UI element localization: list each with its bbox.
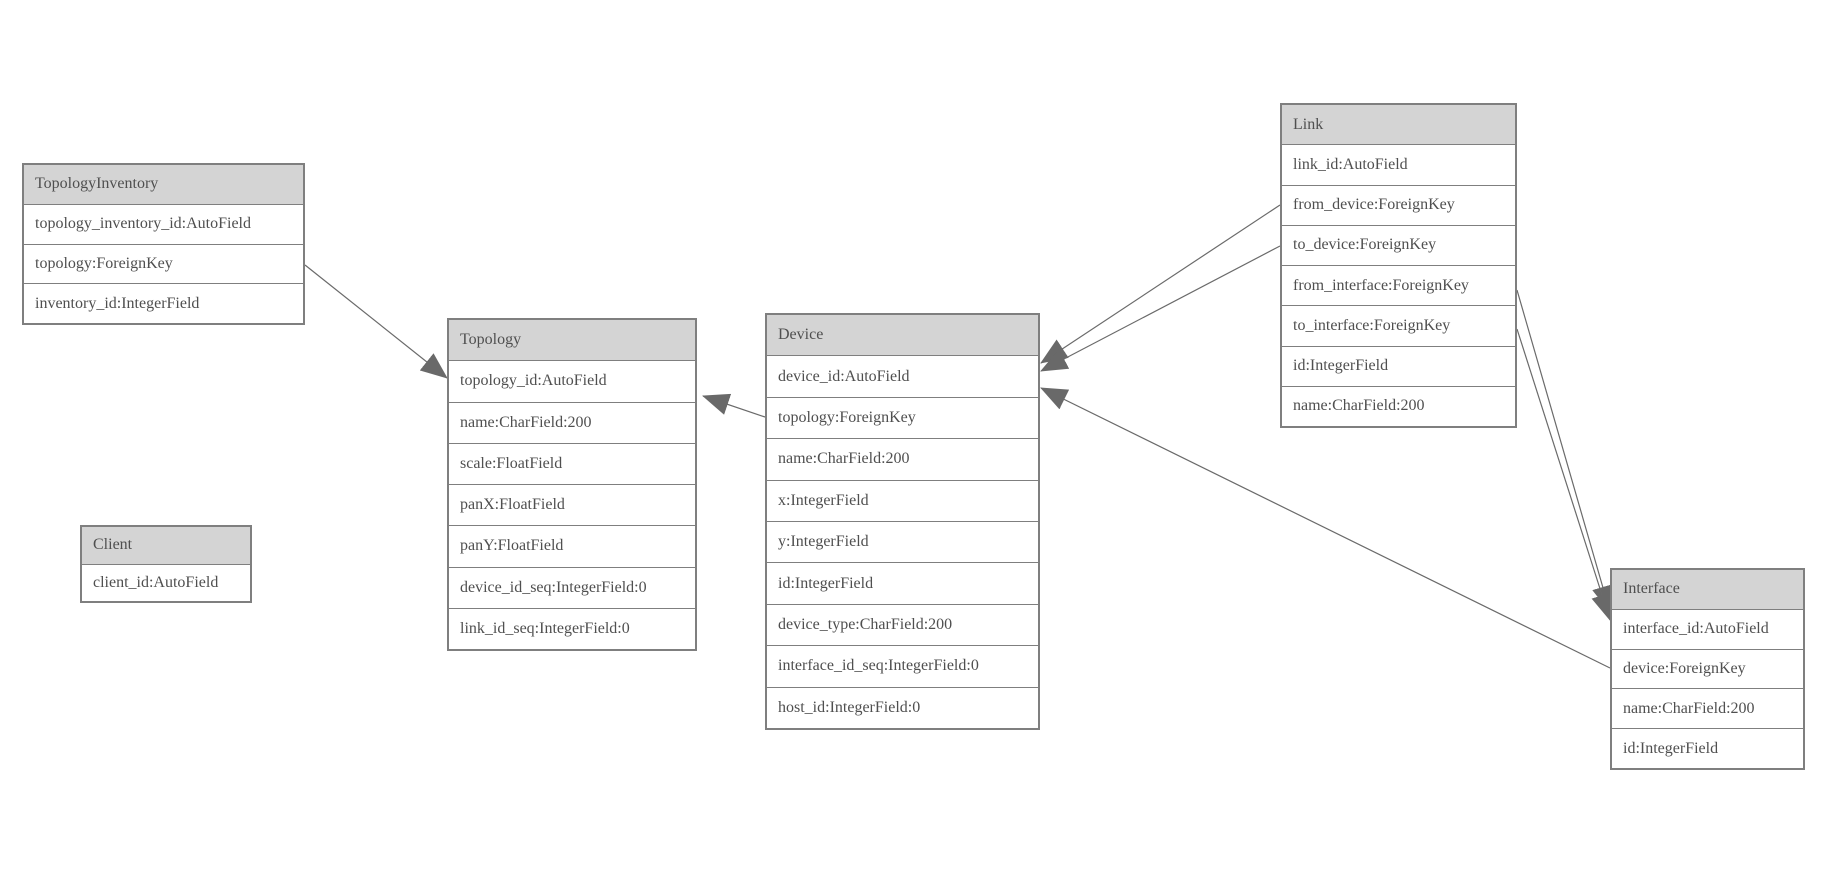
edge-link-from-interface-fk — [1516, 289, 1614, 613]
field-row: name:CharField:200 — [767, 438, 1038, 480]
entity-device: Device device_id:AutoField topology:Fore… — [765, 313, 1040, 730]
field-row: name:CharField:200 — [1282, 385, 1515, 426]
field-row: topology_id:AutoField — [449, 360, 695, 402]
entity-title: Device — [767, 315, 1038, 356]
field-row: interface_id:AutoField — [1612, 608, 1803, 649]
field-row: to_interface:ForeignKey — [1282, 305, 1515, 346]
field-row: device_id_seq:IntegerField:0 — [449, 566, 695, 608]
field-row: link_id:AutoField — [1282, 144, 1515, 185]
entity-topology: Topology topology_id:AutoField name:Char… — [447, 318, 697, 651]
field-row: id:IntegerField — [767, 562, 1038, 604]
entity-title: TopologyInventory — [24, 165, 303, 204]
field-row: to_device:ForeignKey — [1282, 224, 1515, 265]
field-row: device_id:AutoField — [767, 355, 1038, 397]
field-row: x:IntegerField — [767, 479, 1038, 522]
entity-title: Client — [82, 527, 250, 564]
edge-device-topology-fk — [702, 393, 766, 418]
field-row: client_id:AutoField — [82, 563, 250, 601]
field-row: host_id:IntegerField:0 — [767, 686, 1038, 729]
entity-interface: Interface interface_id:AutoField device:… — [1610, 568, 1805, 770]
field-row: topology_inventory_id:AutoField — [24, 203, 303, 244]
field-row: topology:ForeignKey — [24, 243, 303, 284]
field-row: name:CharField:200 — [1612, 688, 1803, 729]
edge-link-from-device-fk — [1040, 204, 1281, 364]
field-row: id:IntegerField — [1282, 345, 1515, 386]
field-row: device_type:CharField:200 — [767, 603, 1038, 646]
edge-link-to-device-fk — [1040, 245, 1281, 372]
field-row: panY:FloatField — [449, 525, 695, 567]
field-row: panX:FloatField — [449, 484, 695, 526]
edge-interface-device-fk — [1040, 387, 1611, 669]
field-row: id:IntegerField — [1612, 728, 1803, 768]
entity-title: Link — [1282, 105, 1515, 145]
edge-link-to-interface-fk — [1516, 328, 1613, 621]
field-row: device:ForeignKey — [1612, 648, 1803, 689]
field-row: topology:ForeignKey — [767, 396, 1038, 439]
entity-title: Topology — [449, 320, 695, 361]
field-row: inventory_id:IntegerField — [24, 283, 303, 323]
entity-topology-inventory: TopologyInventory topology_inventory_id:… — [22, 163, 305, 325]
entity-client: Client client_id:AutoField — [80, 525, 252, 603]
field-row: link_id_seq:IntegerField:0 — [449, 607, 695, 649]
field-row: interface_id_seq:IntegerField:0 — [767, 645, 1038, 687]
field-row: from_device:ForeignKey — [1282, 184, 1515, 225]
field-row: y:IntegerField — [767, 521, 1038, 563]
entity-link: Link link_id:AutoField from_device:Forei… — [1280, 103, 1517, 428]
field-row: from_interface:ForeignKey — [1282, 265, 1515, 306]
edge-topologyinventory-topology-fk — [304, 264, 448, 379]
entity-title: Interface — [1612, 570, 1803, 609]
field-row: name:CharField:200 — [449, 401, 695, 443]
field-row: scale:FloatField — [449, 442, 695, 484]
